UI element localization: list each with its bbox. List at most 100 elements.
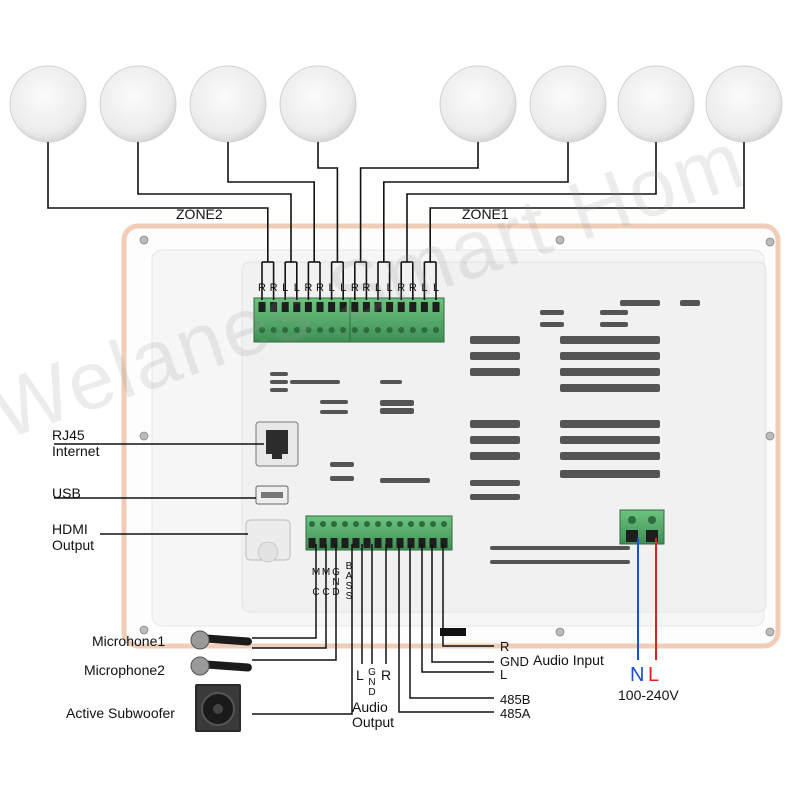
ceiling-speaker-icon (99, 65, 177, 143)
rs485-a-label: 485A (500, 706, 531, 721)
speaker-terminal-label: L (374, 282, 382, 294)
speaker-terminal-label: L (432, 282, 440, 294)
io-wires (54, 443, 494, 715)
terminal-screw (351, 327, 358, 333)
speaker-wire (406, 142, 657, 262)
speaker-terminal-label: R (304, 282, 313, 294)
vent-slot (560, 436, 660, 444)
vent-slot (560, 420, 660, 428)
terminal-slot (362, 302, 370, 312)
vent-slot (380, 380, 402, 384)
terminal-slot (397, 302, 405, 312)
speaker-terminal-label: R (397, 282, 406, 294)
io-terminal-screw (397, 521, 403, 527)
terminal-screw (259, 327, 265, 333)
vent-slot (270, 380, 288, 384)
terminal-screw (398, 327, 405, 333)
terminal-slot (270, 302, 278, 312)
speaker-terminal-label: R (269, 282, 278, 294)
vent-slot (270, 388, 288, 392)
live-label: L (648, 664, 660, 686)
usb-port (255, 485, 289, 505)
vent-slot (680, 300, 700, 306)
vent-slot (540, 310, 564, 315)
zone2-label: ZONE2 (176, 206, 223, 222)
terminal-screw (433, 327, 439, 333)
vent-slot (560, 470, 660, 478)
microphone2-label: Microphone2 (84, 662, 165, 678)
ceiling-speaker-icon (9, 65, 87, 143)
io-terminal-screw (430, 521, 436, 527)
io-terminal-slot (418, 538, 426, 548)
speaker-wire (227, 142, 316, 262)
speaker-terminal-label: R (408, 282, 417, 294)
vent-slot (560, 384, 660, 392)
vent-slot (330, 462, 354, 467)
speaker-wires (47, 142, 745, 300)
io-terminal-block (305, 515, 453, 551)
cable-clip (440, 628, 466, 636)
subwoofer-label: Active Subwoofer (66, 705, 175, 721)
vent-slots (270, 300, 700, 564)
vent-slot (600, 310, 628, 315)
audio-output-label-2: Output (352, 714, 395, 730)
terminal-slot (432, 302, 440, 312)
io-terminal-screw (353, 521, 359, 527)
vent-slot (470, 352, 520, 360)
vent-slot (470, 452, 520, 460)
output-label: Output (52, 537, 95, 553)
vent-slot (560, 452, 660, 460)
speaker-terminal-label: R (362, 282, 371, 294)
terminal-screw (328, 327, 335, 333)
terminal-slot (293, 302, 301, 312)
vent-slot (470, 336, 520, 344)
io-terminal-screw (408, 521, 414, 527)
vent-slot (380, 478, 430, 483)
terminal-screw (386, 327, 393, 333)
speaker-terminal-label: L (421, 282, 428, 294)
vent-slot (470, 368, 520, 376)
io-terminal-slot (363, 538, 371, 548)
audio-out-l-label: L (356, 667, 364, 683)
vent-slot (560, 336, 660, 344)
microphone2-icon (190, 656, 252, 676)
vent-slot (470, 494, 520, 500)
rj45-label: RJ45 (52, 427, 85, 443)
io-terminal-slot (352, 538, 360, 548)
hdmi-label: HDMI (52, 521, 88, 537)
audio-out-r-label: R (381, 667, 392, 683)
terminal-slot (339, 302, 347, 312)
io-terminal-slot (330, 538, 338, 548)
ceiling-speaker-icon (279, 65, 357, 143)
zone1-label: ZONE1 (462, 206, 509, 222)
io-terminal-slot (385, 538, 393, 548)
audio-in-l-label: L (500, 667, 508, 682)
speaker-terminal-label: L (340, 282, 347, 294)
vent-slot (270, 372, 288, 376)
io-terminal-screw (441, 521, 447, 527)
usb-label: USB (52, 485, 81, 501)
ceiling-speaker-icon (439, 65, 517, 143)
speaker-wire (359, 142, 479, 262)
io-terminal-slot (341, 538, 349, 548)
rs485-b-label: 485B (500, 692, 531, 707)
io-terminal-screw (364, 521, 370, 527)
speaker-terminal-label: L (328, 282, 335, 294)
ceiling-speakers (9, 65, 783, 143)
hdmi-port (245, 519, 291, 563)
vent-slot (620, 300, 660, 306)
speaker-wire (47, 142, 269, 262)
speaker-terminal-label: R (258, 282, 266, 294)
terminal-slot (420, 302, 428, 312)
terminal-screw (409, 327, 416, 333)
vent-slot (320, 410, 348, 414)
audio-in-gnd-label: GND (500, 654, 529, 669)
terminal-screw (421, 327, 428, 333)
vent-slot (470, 420, 520, 428)
terminal-slot (351, 302, 359, 312)
terminal-screw (270, 327, 277, 333)
